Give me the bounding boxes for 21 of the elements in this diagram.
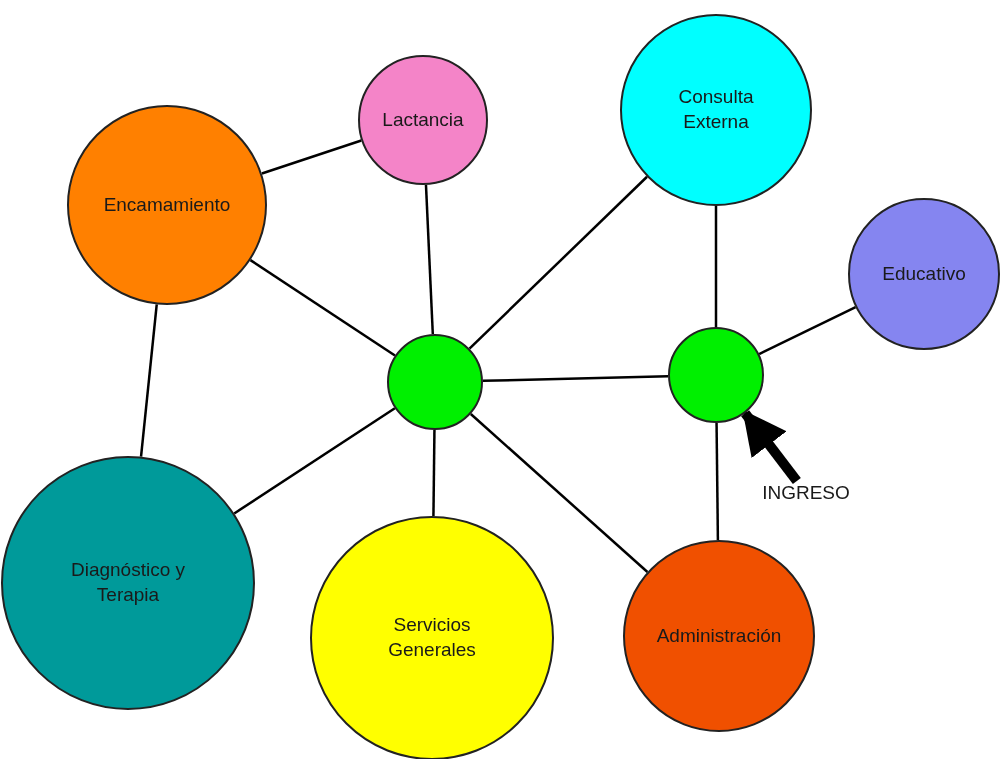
connector-line (469, 413, 649, 573)
connector-line (432, 430, 436, 517)
node-label: Educativo (882, 261, 966, 286)
connector-line (139, 304, 158, 457)
arrow (741, 409, 801, 485)
node-label: INGRESO (762, 480, 850, 505)
connector-line (261, 139, 362, 175)
connector-line (424, 184, 435, 335)
connector-line (714, 206, 718, 327)
node-label: Lactancia (382, 107, 464, 132)
connector-line (758, 306, 857, 356)
connector-line (482, 374, 669, 383)
node-label: Servicios Generales (387, 613, 477, 662)
connector-line (715, 423, 720, 541)
connector-line (249, 259, 396, 357)
connector-line (233, 407, 396, 515)
node-label: Consulta Externa (677, 85, 755, 134)
node-label: Diagnóstico y Terapia (69, 558, 187, 607)
connector-line (468, 175, 648, 350)
node-label: Administración (656, 623, 782, 648)
node-label: Encamamiento (103, 192, 231, 217)
